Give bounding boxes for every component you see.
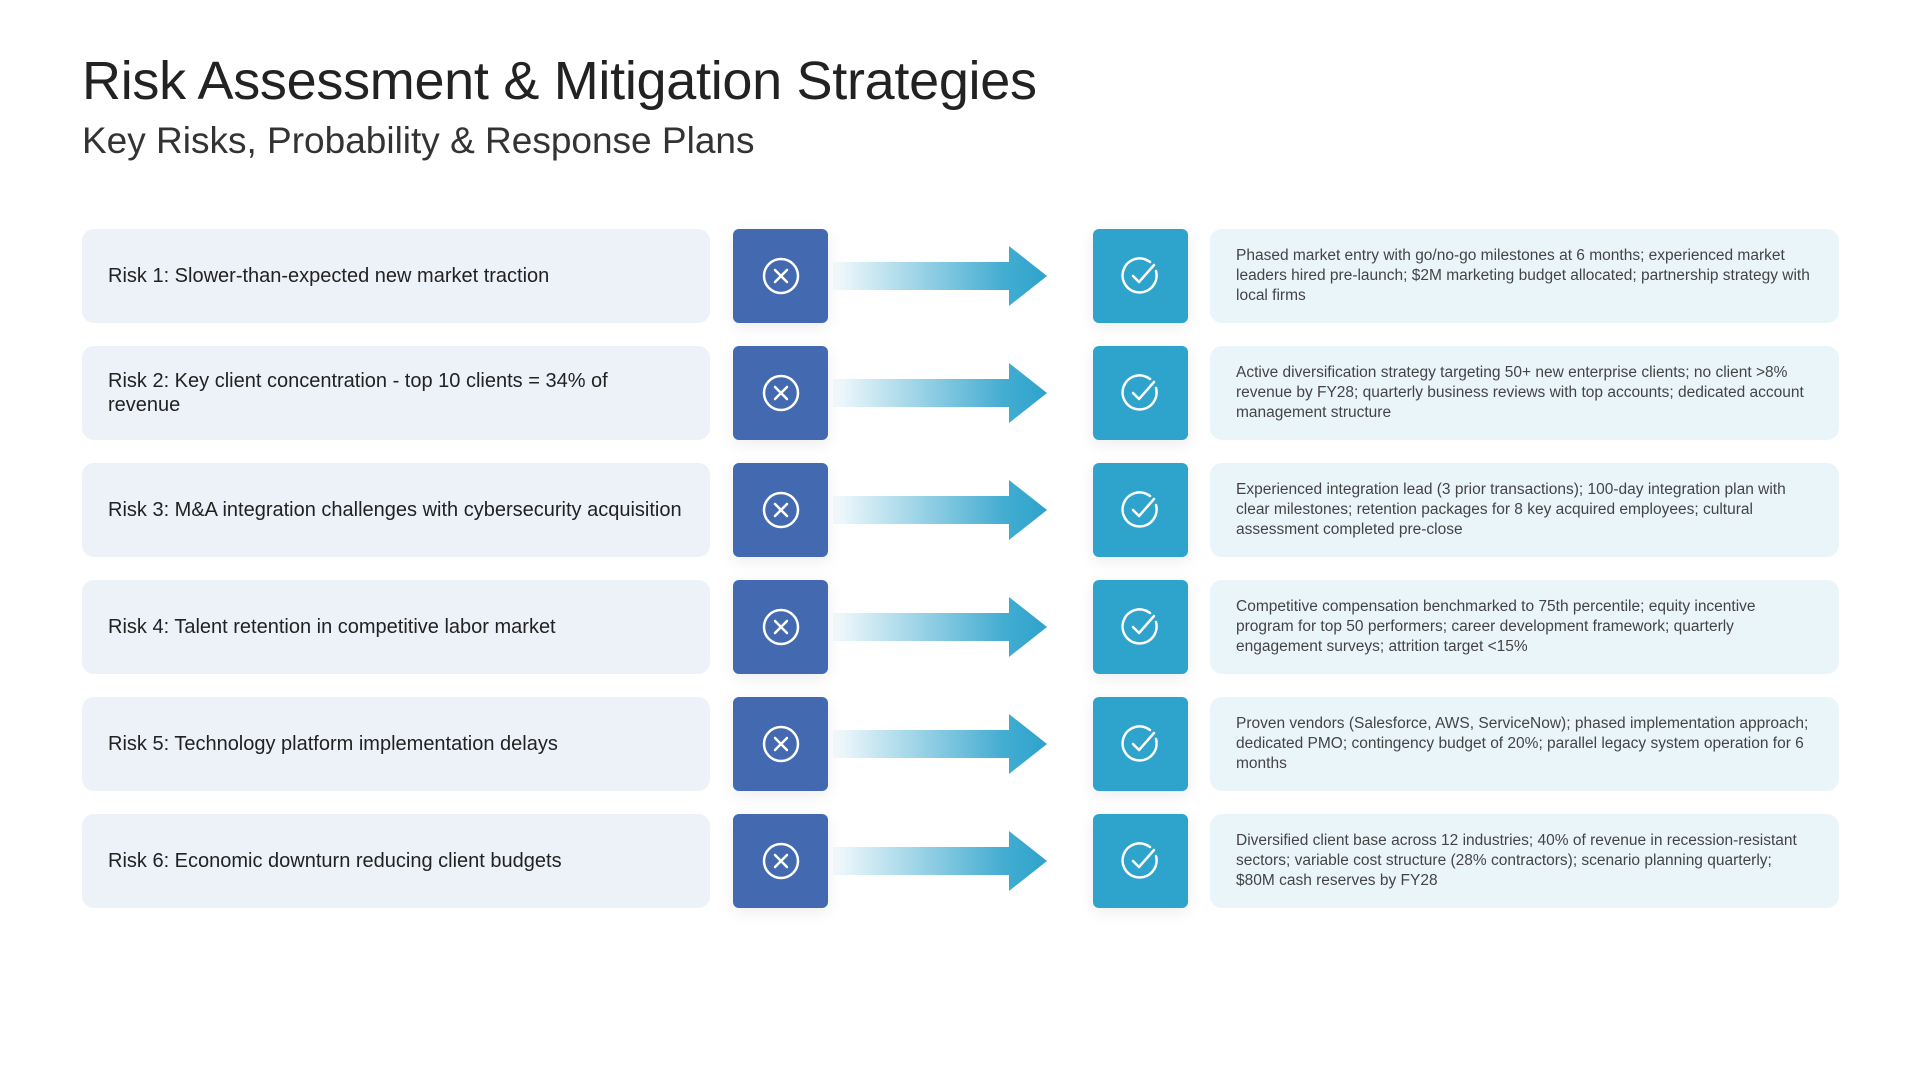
mitigation-text: Experienced integration lead (3 prior tr… <box>1210 463 1839 557</box>
mitigation-text: Proven vendors (Salesforce, AWS, Service… <box>1210 697 1839 791</box>
risk-row: Risk 4: Talent retention in competitive … <box>82 580 1839 674</box>
risk-icon-box <box>733 463 828 557</box>
risk-label: Risk 4: Talent retention in competitive … <box>82 580 710 674</box>
check-circle-icon <box>1120 374 1158 411</box>
x-circle-icon <box>762 491 799 529</box>
arrow-right-icon <box>833 831 1047 891</box>
risk-icon-box <box>733 229 828 323</box>
mitigation-icon-box <box>1093 463 1188 557</box>
mitigation-icon-box <box>1093 229 1188 323</box>
check-circle-icon <box>1120 257 1158 294</box>
arrow-right-icon <box>833 363 1047 423</box>
check-circle-icon <box>1120 491 1158 528</box>
x-circle-icon <box>762 725 799 763</box>
arrow-right-icon <box>833 714 1047 774</box>
risk-row: Risk 6: Economic downturn reducing clien… <box>82 814 1839 908</box>
risk-icon-box <box>733 697 828 791</box>
check-circle-icon <box>1120 608 1158 645</box>
mitigation-icon-box <box>1093 346 1188 440</box>
check-circle-icon <box>1120 842 1158 879</box>
risk-icon-box <box>733 814 828 908</box>
mitigation-text: Active diversification strategy targetin… <box>1210 346 1839 440</box>
risk-label: Risk 1: Slower-than-expected new market … <box>82 229 710 323</box>
risk-icon-box <box>733 346 828 440</box>
risk-row: Risk 1: Slower-than-expected new market … <box>82 229 1839 323</box>
arrow-right-icon <box>833 597 1047 657</box>
mitigation-icon-box <box>1093 814 1188 908</box>
x-circle-icon <box>762 374 799 412</box>
page-title: Risk Assessment & Mitigation Strategies <box>82 51 1037 111</box>
x-circle-icon <box>762 257 799 295</box>
risk-row: Risk 5: Technology platform implementati… <box>82 697 1839 791</box>
mitigation-icon-box <box>1093 697 1188 791</box>
mitigation-text: Diversified client base across 12 indust… <box>1210 814 1839 908</box>
mitigation-text: Competitive compensation benchmarked to … <box>1210 580 1839 674</box>
risk-list: Risk 1: Slower-than-expected new market … <box>82 229 1839 931</box>
risk-label: Risk 2: Key client concentration - top 1… <box>82 346 710 440</box>
risk-row: Risk 2: Key client concentration - top 1… <box>82 346 1839 440</box>
risk-label: Risk 3: M&A integration challenges with … <box>82 463 710 557</box>
risk-label: Risk 5: Technology platform implementati… <box>82 697 710 791</box>
x-circle-icon <box>762 842 799 880</box>
x-circle-icon <box>762 608 799 646</box>
risk-row: Risk 3: M&A integration challenges with … <box>82 463 1839 557</box>
page-subtitle: Key Risks, Probability & Response Plans <box>82 120 755 161</box>
mitigation-icon-box <box>1093 580 1188 674</box>
mitigation-text: Phased market entry with go/no-go milest… <box>1210 229 1839 323</box>
arrow-right-icon <box>833 246 1047 306</box>
risk-icon-box <box>733 580 828 674</box>
check-circle-icon <box>1120 725 1158 762</box>
risk-label: Risk 6: Economic downturn reducing clien… <box>82 814 710 908</box>
arrow-right-icon <box>833 480 1047 540</box>
